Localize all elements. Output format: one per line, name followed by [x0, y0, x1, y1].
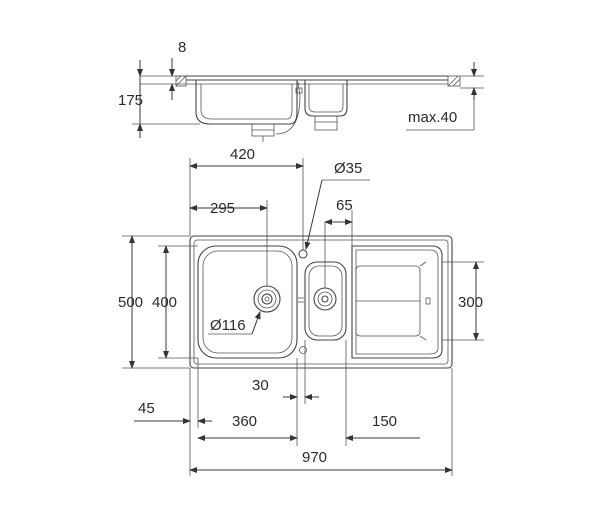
top-view: 420 Ø35 295 65 — [118, 146, 484, 476]
half-bowl-profile — [304, 80, 348, 117]
dim-150: 150 — [345, 340, 420, 446]
dim-thickness: 8 — [140, 39, 186, 100]
dim-waste: Ø116 — [208, 311, 261, 335]
dim-300: 300 — [442, 261, 484, 341]
dim-400-label: 400 — [152, 294, 177, 311]
dim-45: 45 — [134, 358, 212, 476]
sink-outline — [189, 235, 453, 369]
main-bowl-profile — [195, 80, 298, 125]
tap-hole-label: Ø35 — [334, 160, 362, 177]
dim-360-label: 360 — [232, 413, 257, 430]
tap-hole — [298, 249, 308, 259]
half-bowl — [304, 261, 347, 341]
dim-depth: 175 — [118, 60, 200, 138]
dim-45-label: 45 — [138, 400, 155, 417]
dim-360: 360 — [197, 404, 298, 446]
dim-65-label: 65 — [336, 197, 353, 214]
waste-label: Ø116 — [210, 317, 246, 334]
drainer — [351, 245, 443, 359]
main-waste — [253, 285, 281, 313]
dim-420-label: 420 — [230, 146, 255, 163]
dim-970: 970 — [189, 368, 453, 476]
tap-label: max.40 — [408, 109, 457, 126]
dim-65: 65 — [324, 197, 353, 288]
dim-tap-hole: Ø35 — [304, 160, 370, 250]
dim-30-label: 30 — [252, 377, 269, 394]
dim-500-label: 500 — [118, 294, 143, 311]
half-bowl-waste — [313, 287, 337, 311]
right-clamp — [447, 75, 461, 87]
dim-150-label: 150 — [372, 413, 397, 430]
dim-295: 295 — [189, 200, 268, 286]
side-view: 8 175 max.40 — [118, 39, 484, 142]
waste-fittings — [251, 81, 338, 142]
thickness-label: 8 — [178, 39, 186, 56]
main-bowl — [197, 245, 298, 359]
dim-tap: max.40 — [406, 62, 484, 131]
dim-295-label: 295 — [210, 200, 235, 217]
side-view-worktop — [186, 75, 448, 85]
dim-400: 400 — [152, 245, 198, 359]
dim-970-label: 970 — [302, 449, 327, 466]
left-clamp — [175, 75, 187, 87]
dim-420: 420 — [189, 146, 304, 250]
dim-500: 500 — [118, 235, 190, 369]
depth-label: 175 — [118, 92, 143, 109]
dim-30: 30 — [252, 340, 319, 404]
dim-300-label: 300 — [458, 294, 483, 311]
